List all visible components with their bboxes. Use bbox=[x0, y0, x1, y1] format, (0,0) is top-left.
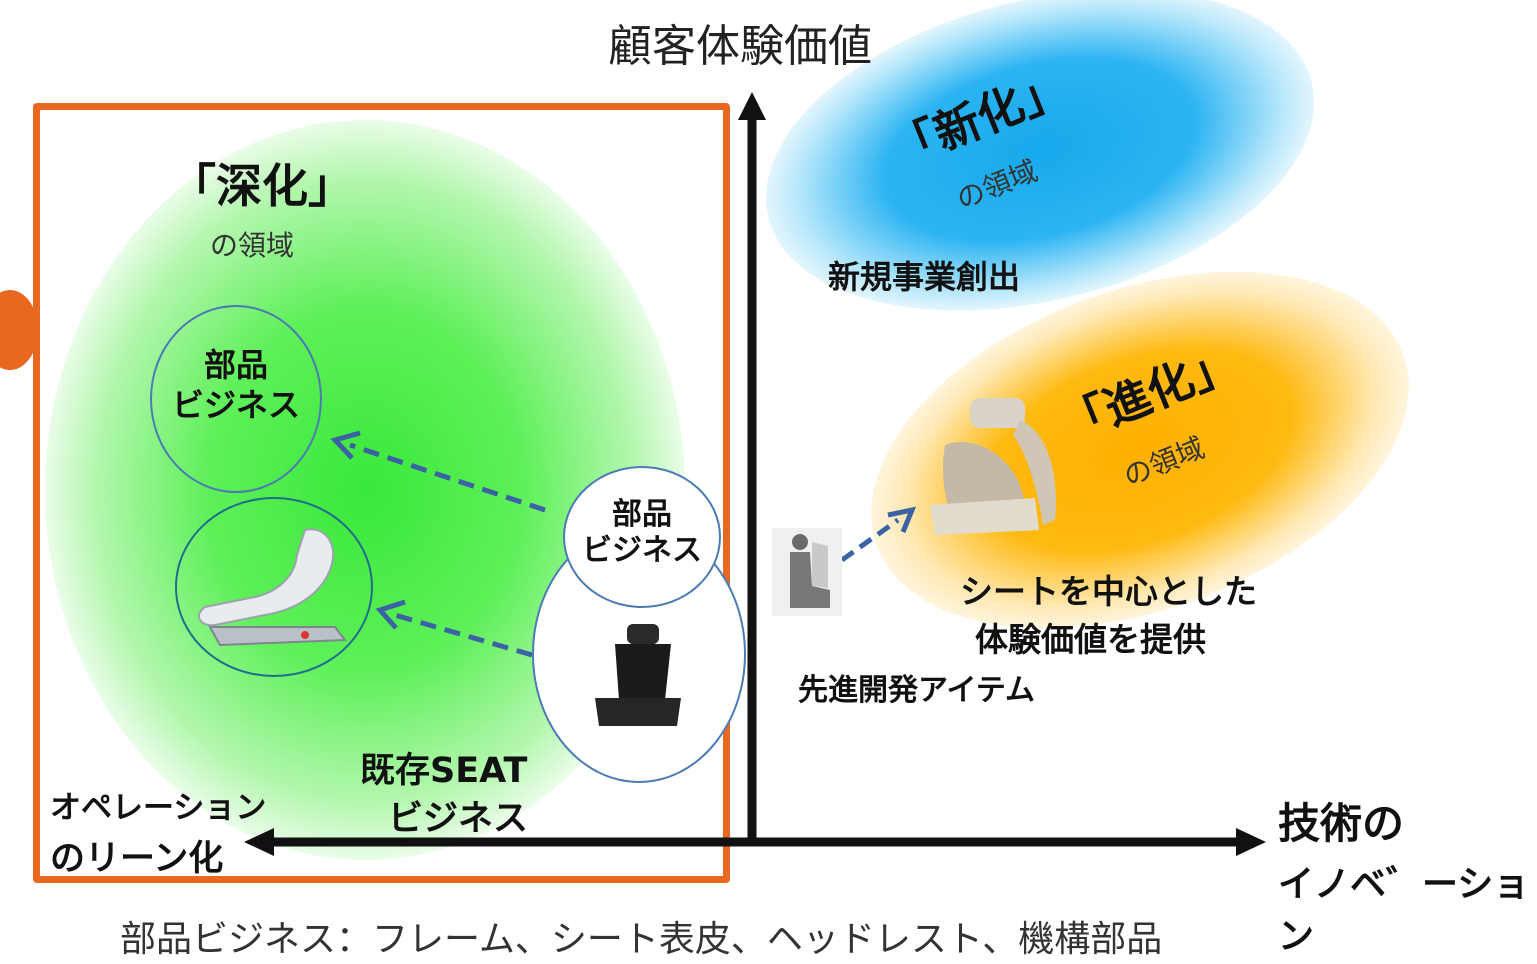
seat-frame-image bbox=[197, 528, 347, 647]
dashed-arrow-parts bbox=[349, 442, 546, 513]
advanced-item-label: 先進開発アイテム bbox=[798, 673, 1035, 708]
dashed-arrow-seat bbox=[394, 612, 533, 658]
evolve-zone-caption-line1: シートを中心とした bbox=[960, 572, 1257, 611]
left-axis-label-line1: オペレーション bbox=[50, 790, 267, 826]
highlight-frame bbox=[33, 103, 730, 883]
deepen-zone-subtitle: の領域 bbox=[210, 229, 295, 262]
right-axis-label-line1: 技術の bbox=[1278, 799, 1405, 848]
parts-business-left-label: 部品 ビジネス bbox=[171, 346, 300, 424]
evolve-seat-image bbox=[930, 398, 1056, 535]
parts-business-circle-center bbox=[563, 466, 721, 608]
left-axis-label-line2: のリーン化 bbox=[50, 839, 224, 879]
vertical-axis-label: 顧客体験価値 bbox=[608, 21, 872, 72]
dashed-arrow-advanced bbox=[840, 517, 900, 563]
parts-business-center-label: 部品 ビジネス bbox=[582, 497, 702, 568]
footnote: 部品ビジネス：フレーム、シート表皮、ヘッドレスト、機構部品 bbox=[120, 919, 1163, 960]
seat-frame-circle bbox=[175, 497, 373, 677]
parts-business-circle-left bbox=[150, 305, 322, 493]
existing-seat-image bbox=[595, 624, 681, 726]
deepen-zone-title: 「深化」 bbox=[170, 159, 354, 213]
existing-seat-label-line1: 既存SEAT bbox=[360, 751, 528, 791]
new-zone-caption: 新規事業創出 bbox=[828, 258, 1021, 296]
existing-seat-label-line2: ビジネス bbox=[388, 799, 529, 839]
right-axis-label-line2: イノベ゛ーション bbox=[1278, 864, 1530, 957]
advanced-item-image bbox=[772, 528, 842, 616]
horizontal-axis-arrowhead-left bbox=[244, 828, 274, 856]
evolve-zone-caption-line2: 体験価値を提供 bbox=[975, 620, 1206, 659]
vertical-axis-arrowhead bbox=[738, 92, 766, 120]
horizontal-axis-arrowhead-right bbox=[1236, 828, 1266, 856]
